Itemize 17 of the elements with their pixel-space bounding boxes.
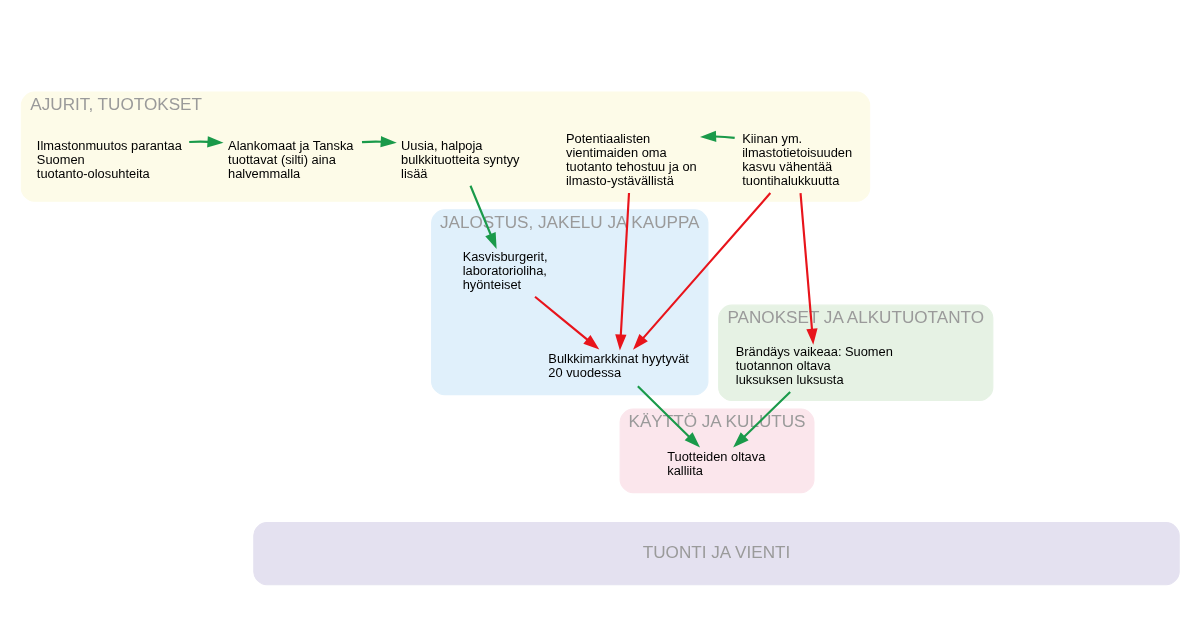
arrow <box>534 295 600 350</box>
node-text: Alankomaat ja Tanska tuottavat (silti) aina halvemmalla <box>228 137 354 181</box>
arrow <box>361 136 397 148</box>
node-text: Bulkkimarkkinat hyytyvät 20 vuodessa <box>548 351 689 381</box>
node-text: Kiinan ym. ilmastotietoisuuden kasvu vähentää tuontihalukkuutta <box>742 130 853 188</box>
node-text: Kasvisburgerit, laboratorioliha, hyönteiset <box>462 248 548 292</box>
arrow <box>700 130 735 143</box>
arrow <box>633 192 772 350</box>
arrow <box>799 192 818 345</box>
node-text: Brändäys vaikeaa: Suomen tuotannon oltava luksuksen luksusta <box>735 344 893 387</box>
node-text: Tuotteiden oltava kalliita <box>667 449 766 479</box>
node-box: TUONTI JA VIENTI <box>253 522 1180 586</box>
node-text: Uusia, halpoja bulkkituotteita syntyy lisää <box>401 137 520 181</box>
arrow <box>615 193 631 351</box>
node-text: Ilmastonmuutos parantaa Suomen tuotanto-olosuhteita <box>36 137 182 181</box>
node-text: Potentiaalisten vientimaiden oma tuotanto tehostuu ja on ilmasto-ystävällistä <box>566 130 697 188</box>
arrow <box>189 136 224 148</box>
